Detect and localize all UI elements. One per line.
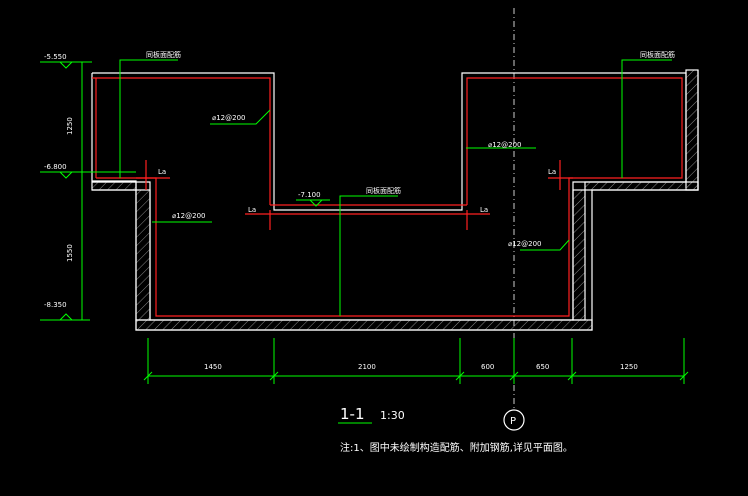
concrete-section <box>91 69 699 331</box>
section-title: 1-1 <box>340 405 365 423</box>
horizontal-dim-2: 2100 <box>358 363 376 371</box>
anchor-label-3: La <box>480 206 488 214</box>
horizontal-dim-3: 600 <box>481 363 494 371</box>
callout-label-1: 同板面配筋 <box>146 50 181 59</box>
rebar-label-4: ⌀12@200 <box>508 240 541 248</box>
rebar-label-2: ⌀12@200 <box>488 141 521 149</box>
section-scale: 1:30 <box>380 409 405 422</box>
axis-bubble-label: P <box>510 416 516 427</box>
level-label-4: -7.100 <box>298 191 321 199</box>
horizontal-dim-5: 1250 <box>620 363 638 371</box>
horizontal-dim-1: 1450 <box>204 363 222 371</box>
vertical-dim-1: 1250 <box>66 117 74 135</box>
horizontal-dim-4: 650 <box>536 363 549 371</box>
level-label-3: -8.350 <box>44 301 67 309</box>
callout-label-3: 同板面配筋 <box>640 50 675 59</box>
rebar-lines <box>92 77 683 317</box>
axis-bubble <box>503 409 525 431</box>
anchor-label-2: La <box>248 206 256 214</box>
anchor-label-4: La <box>548 168 556 176</box>
level-label-1: -5.550 <box>44 53 67 61</box>
leader-lines <box>40 59 689 424</box>
rebar-label-3: ⌀12@200 <box>172 212 205 220</box>
drawing-note: 注:1、图中未绘制构造配筋、附加钢筋,详见平面图。 <box>340 441 573 454</box>
rebar-label-1: ⌀12@200 <box>212 114 245 122</box>
anchor-label-1: La <box>158 168 166 176</box>
vertical-dim-2: 1550 <box>66 244 74 262</box>
level-label-2: -6.800 <box>44 163 67 171</box>
callout-label-2: 同板面配筋 <box>366 186 401 195</box>
